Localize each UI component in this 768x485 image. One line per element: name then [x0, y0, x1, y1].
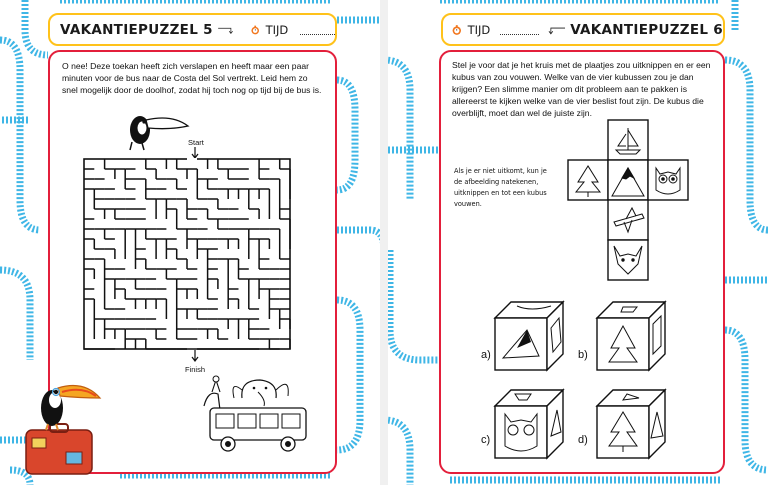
cube-option-b[interactable] [593, 298, 669, 374]
suitcase-illustration [25, 385, 102, 475]
maze-start-label: Start [188, 138, 204, 147]
fox-icon [613, 245, 643, 275]
airplane-icon [613, 206, 645, 234]
maze-finish-label: Finish [185, 365, 206, 374]
left-puzzle-panel: O nee! Deze toekan heeft zich verslapen … [48, 50, 337, 474]
mountain-icon [611, 166, 645, 197]
cube-net [567, 119, 689, 281]
left-intro-text: O nee! Deze toekan heeft zich verslapen … [62, 61, 322, 96]
arrow-icon [217, 27, 233, 34]
owl-icon [655, 166, 681, 195]
cube-option-a[interactable] [491, 298, 567, 374]
right-header: TIJD VAKANTIEPUZZEL 6 [441, 13, 725, 46]
right-puzzle-panel: Stel je voor dat je het kruis met de pla… [439, 50, 725, 474]
maze[interactable] [83, 158, 291, 350]
right-header-title: VAKANTIEPUZZEL 6 [570, 21, 723, 38]
left-time-line[interactable] [300, 24, 335, 35]
left-tijd-label: TIJD [265, 22, 289, 37]
toucan-illustration [129, 116, 190, 151]
option-b-label: b) [578, 349, 588, 361]
right-time-line[interactable] [500, 24, 539, 35]
right-intro-text: Stel je voor dat je het kruis met de pla… [452, 60, 711, 119]
cube-option-c[interactable] [491, 386, 567, 462]
bus-illustration [203, 375, 307, 452]
arrow-icon [548, 27, 565, 35]
stopwatch-icon [251, 25, 260, 34]
option-c-label: c) [481, 434, 491, 446]
left-header: VAKANTIEPUZZEL 5 TIJD [48, 13, 337, 46]
hint-text: Als je er niet uitkomt, kun je de afbeel… [454, 167, 547, 208]
right-tijd-label: TIJD [467, 22, 491, 37]
tree-icon [574, 165, 602, 197]
option-d-label: d) [578, 434, 588, 446]
option-a-label: a) [481, 349, 491, 361]
ship-icon [614, 128, 642, 155]
left-header-title: VAKANTIEPUZZEL 5 [60, 21, 213, 38]
stopwatch-icon [452, 24, 461, 35]
cube-option-d[interactable] [593, 386, 669, 462]
finish-arrow-icon [191, 350, 199, 362]
